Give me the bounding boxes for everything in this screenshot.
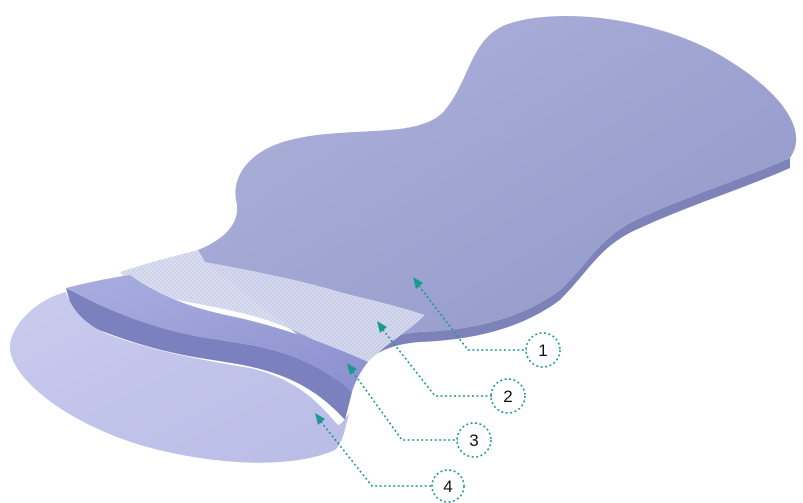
layer-4-base bbox=[9, 292, 351, 463]
callout-label-3: 3 bbox=[469, 431, 478, 450]
callout-4 bbox=[315, 413, 465, 503]
layer-2-band bbox=[120, 250, 425, 365]
callouts bbox=[315, 277, 561, 503]
callout-label-4: 4 bbox=[443, 477, 452, 496]
layer-3-band bbox=[66, 275, 368, 420]
callout-label-1: 1 bbox=[538, 341, 547, 360]
layer-3-surface bbox=[66, 275, 368, 392]
callout-label-2: 2 bbox=[503, 387, 512, 406]
layer-3-edge bbox=[66, 288, 352, 420]
callout-2 bbox=[377, 321, 526, 414]
callout-1 bbox=[413, 277, 561, 368]
callout-3 bbox=[347, 363, 492, 458]
layer-1-top-sheet bbox=[70, 16, 797, 392]
layer-1-surface bbox=[198, 16, 797, 382]
